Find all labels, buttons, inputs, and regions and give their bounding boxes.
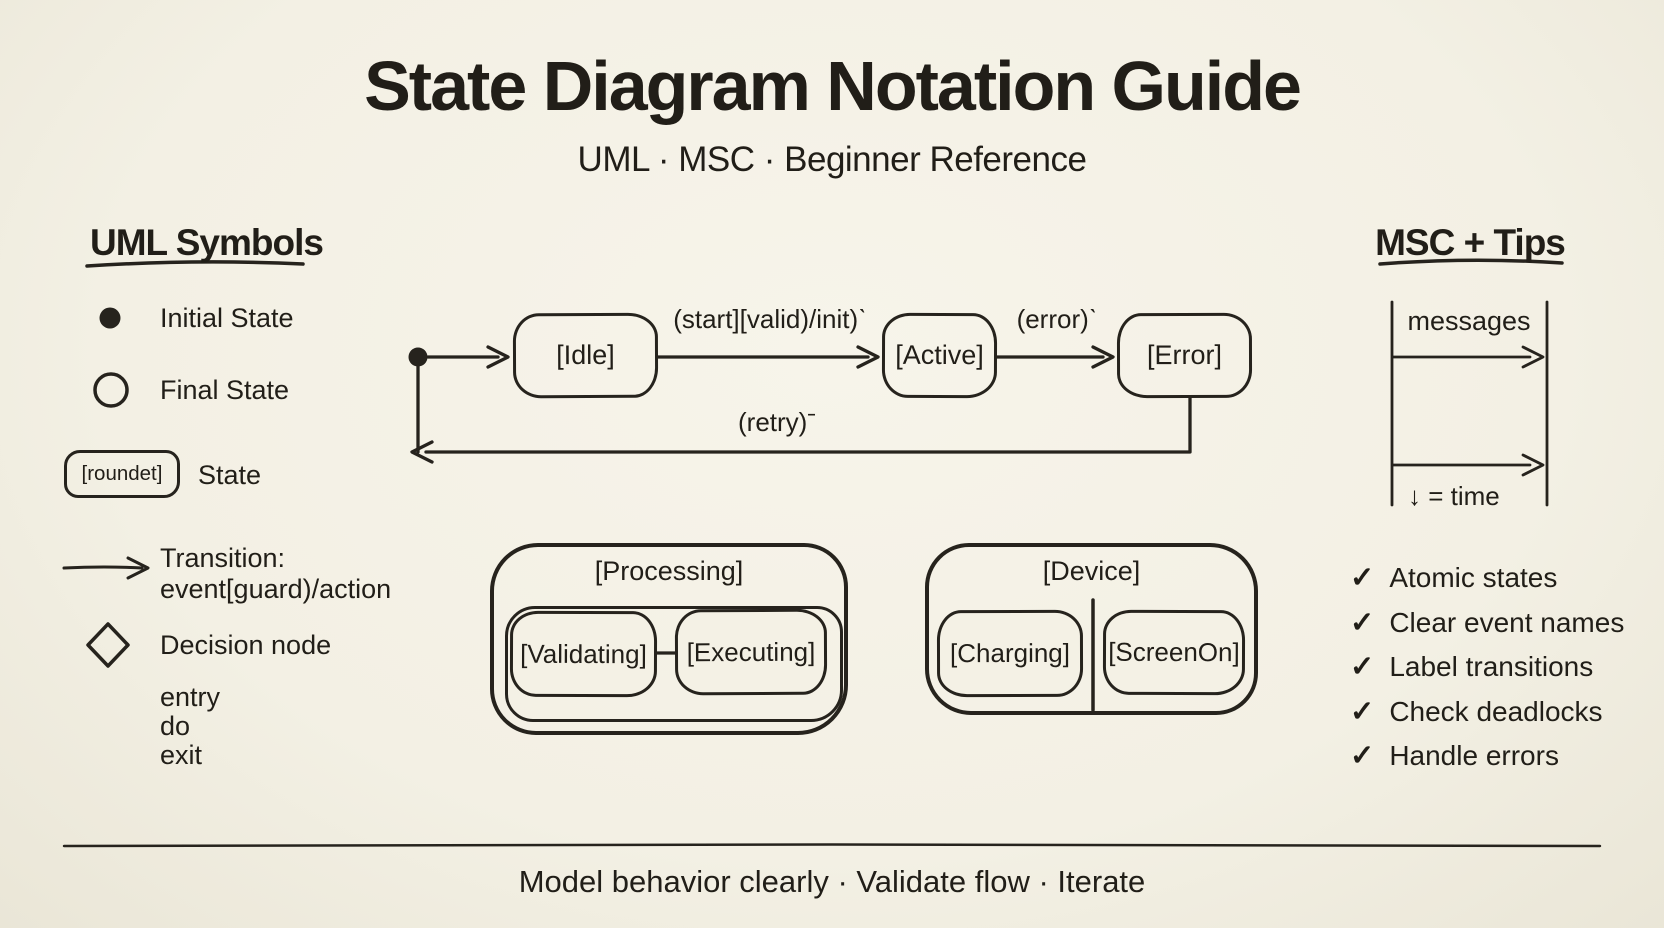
page-title: State Diagram Notation Guide (364, 47, 1302, 125)
transition-label-line1: Transition: (160, 543, 286, 573)
msc-messages-label: messages (1407, 306, 1531, 336)
state-active: [Active] (881, 312, 998, 399)
decision-diamond-icon (86, 622, 130, 668)
page-subtitle: UML · MSC · Beginner Reference (577, 140, 1087, 179)
msc-tips-heading: MSC + Tips (1375, 222, 1566, 263)
check-icon: ✓ (1350, 607, 1375, 639)
transition-label-line2: event[guard)/action (160, 574, 392, 604)
msc-message-arrowhead-2 (1521, 453, 1545, 477)
retry-return-line (424, 396, 1192, 454)
tip-check-deadlocks: ✓ Check deadlocks (1350, 694, 1603, 729)
state-action-exit: exit (160, 740, 203, 770)
check-icon: ✓ (1350, 740, 1375, 772)
composite-processing (490, 543, 848, 735)
machine-initial-dot (408, 347, 428, 367)
processing-region-box (505, 606, 843, 722)
initial-to-idle-arrowhead (486, 345, 510, 369)
transition-retry-label: (retry)ˉ (738, 407, 816, 437)
check-icon: ✓ (1350, 562, 1375, 594)
tip-clear-event-names: ✓ Clear event names (1350, 605, 1624, 640)
state-error: [Error] (1116, 312, 1253, 399)
final-state-circle-icon (93, 372, 129, 408)
tip-label-transitions: ✓ Label transitions (1350, 649, 1593, 684)
tip-label: Handle errors (1389, 739, 1559, 771)
decision-node-label: Decision node (160, 630, 332, 660)
tip-atomic-states: ✓ Atomic states (1350, 560, 1557, 595)
state-screenon: [ScreenOn] (1102, 609, 1246, 696)
state-action-entry: entry (160, 682, 221, 712)
uml-heading-underline (85, 260, 305, 268)
state-idle: [Idle] (512, 312, 659, 399)
initial-state-label: Initial State (160, 303, 294, 333)
msc-time-label: ↓ = time (1408, 481, 1500, 511)
transition-idle-to-active-label: (start][valid)/init)ˋ (673, 304, 867, 334)
state-validating-label: [Validating] (520, 638, 647, 669)
footer-tagline: Model behavior clearly · Validate flow ·… (518, 864, 1146, 899)
transition-arrowhead-icon (126, 556, 150, 580)
uml-symbols-heading: UML Symbols (90, 222, 324, 263)
state-validating: [Validating] (509, 610, 658, 698)
state-action-do: do (160, 711, 191, 741)
state-idle-label: [Idle] (556, 339, 615, 371)
retry-arrowhead (410, 440, 434, 464)
check-icon: ✓ (1350, 696, 1375, 728)
check-icon: ✓ (1350, 651, 1375, 683)
composite-processing-title: [Processing] (594, 556, 744, 586)
state-screenon-label: [ScreenOn] (1108, 636, 1240, 668)
state-executing: [Executing] (674, 608, 828, 696)
msc-heading-underline (1378, 258, 1564, 266)
tip-label: Check deadlocks (1389, 695, 1603, 727)
state-error-label: [Error] (1146, 339, 1223, 371)
tip-label: Atomic states (1389, 561, 1558, 593)
footer-divider (62, 843, 1602, 848)
state-symbol-box: [roundet] (64, 450, 180, 498)
transition-arrow-icon (62, 565, 144, 570)
tip-label: Label transitions (1389, 650, 1594, 682)
state-active-label: [Active] (895, 339, 984, 371)
composite-device (925, 543, 1258, 715)
final-state-label: Final State (160, 375, 290, 405)
state-executing-label: [Executing] (686, 636, 816, 667)
tip-label: Clear event names (1389, 606, 1625, 638)
state-charging-label: [Charging] (949, 637, 1071, 669)
initial-state-dot-icon (99, 307, 121, 329)
active-to-error-arrowhead (1091, 345, 1115, 369)
state-label: State (198, 460, 262, 490)
composite-device-title: [Device] (1042, 556, 1141, 586)
tip-handle-errors: ✓ Handle errors (1350, 738, 1559, 773)
transition-active-to-error-label: (error)ˋ (1016, 304, 1098, 334)
state-symbol-text: [roundet] (81, 462, 163, 485)
state-charging: [Charging] (936, 609, 1084, 698)
idle-to-active-arrowhead (856, 345, 880, 369)
msc-message-arrowhead-1 (1521, 345, 1545, 369)
